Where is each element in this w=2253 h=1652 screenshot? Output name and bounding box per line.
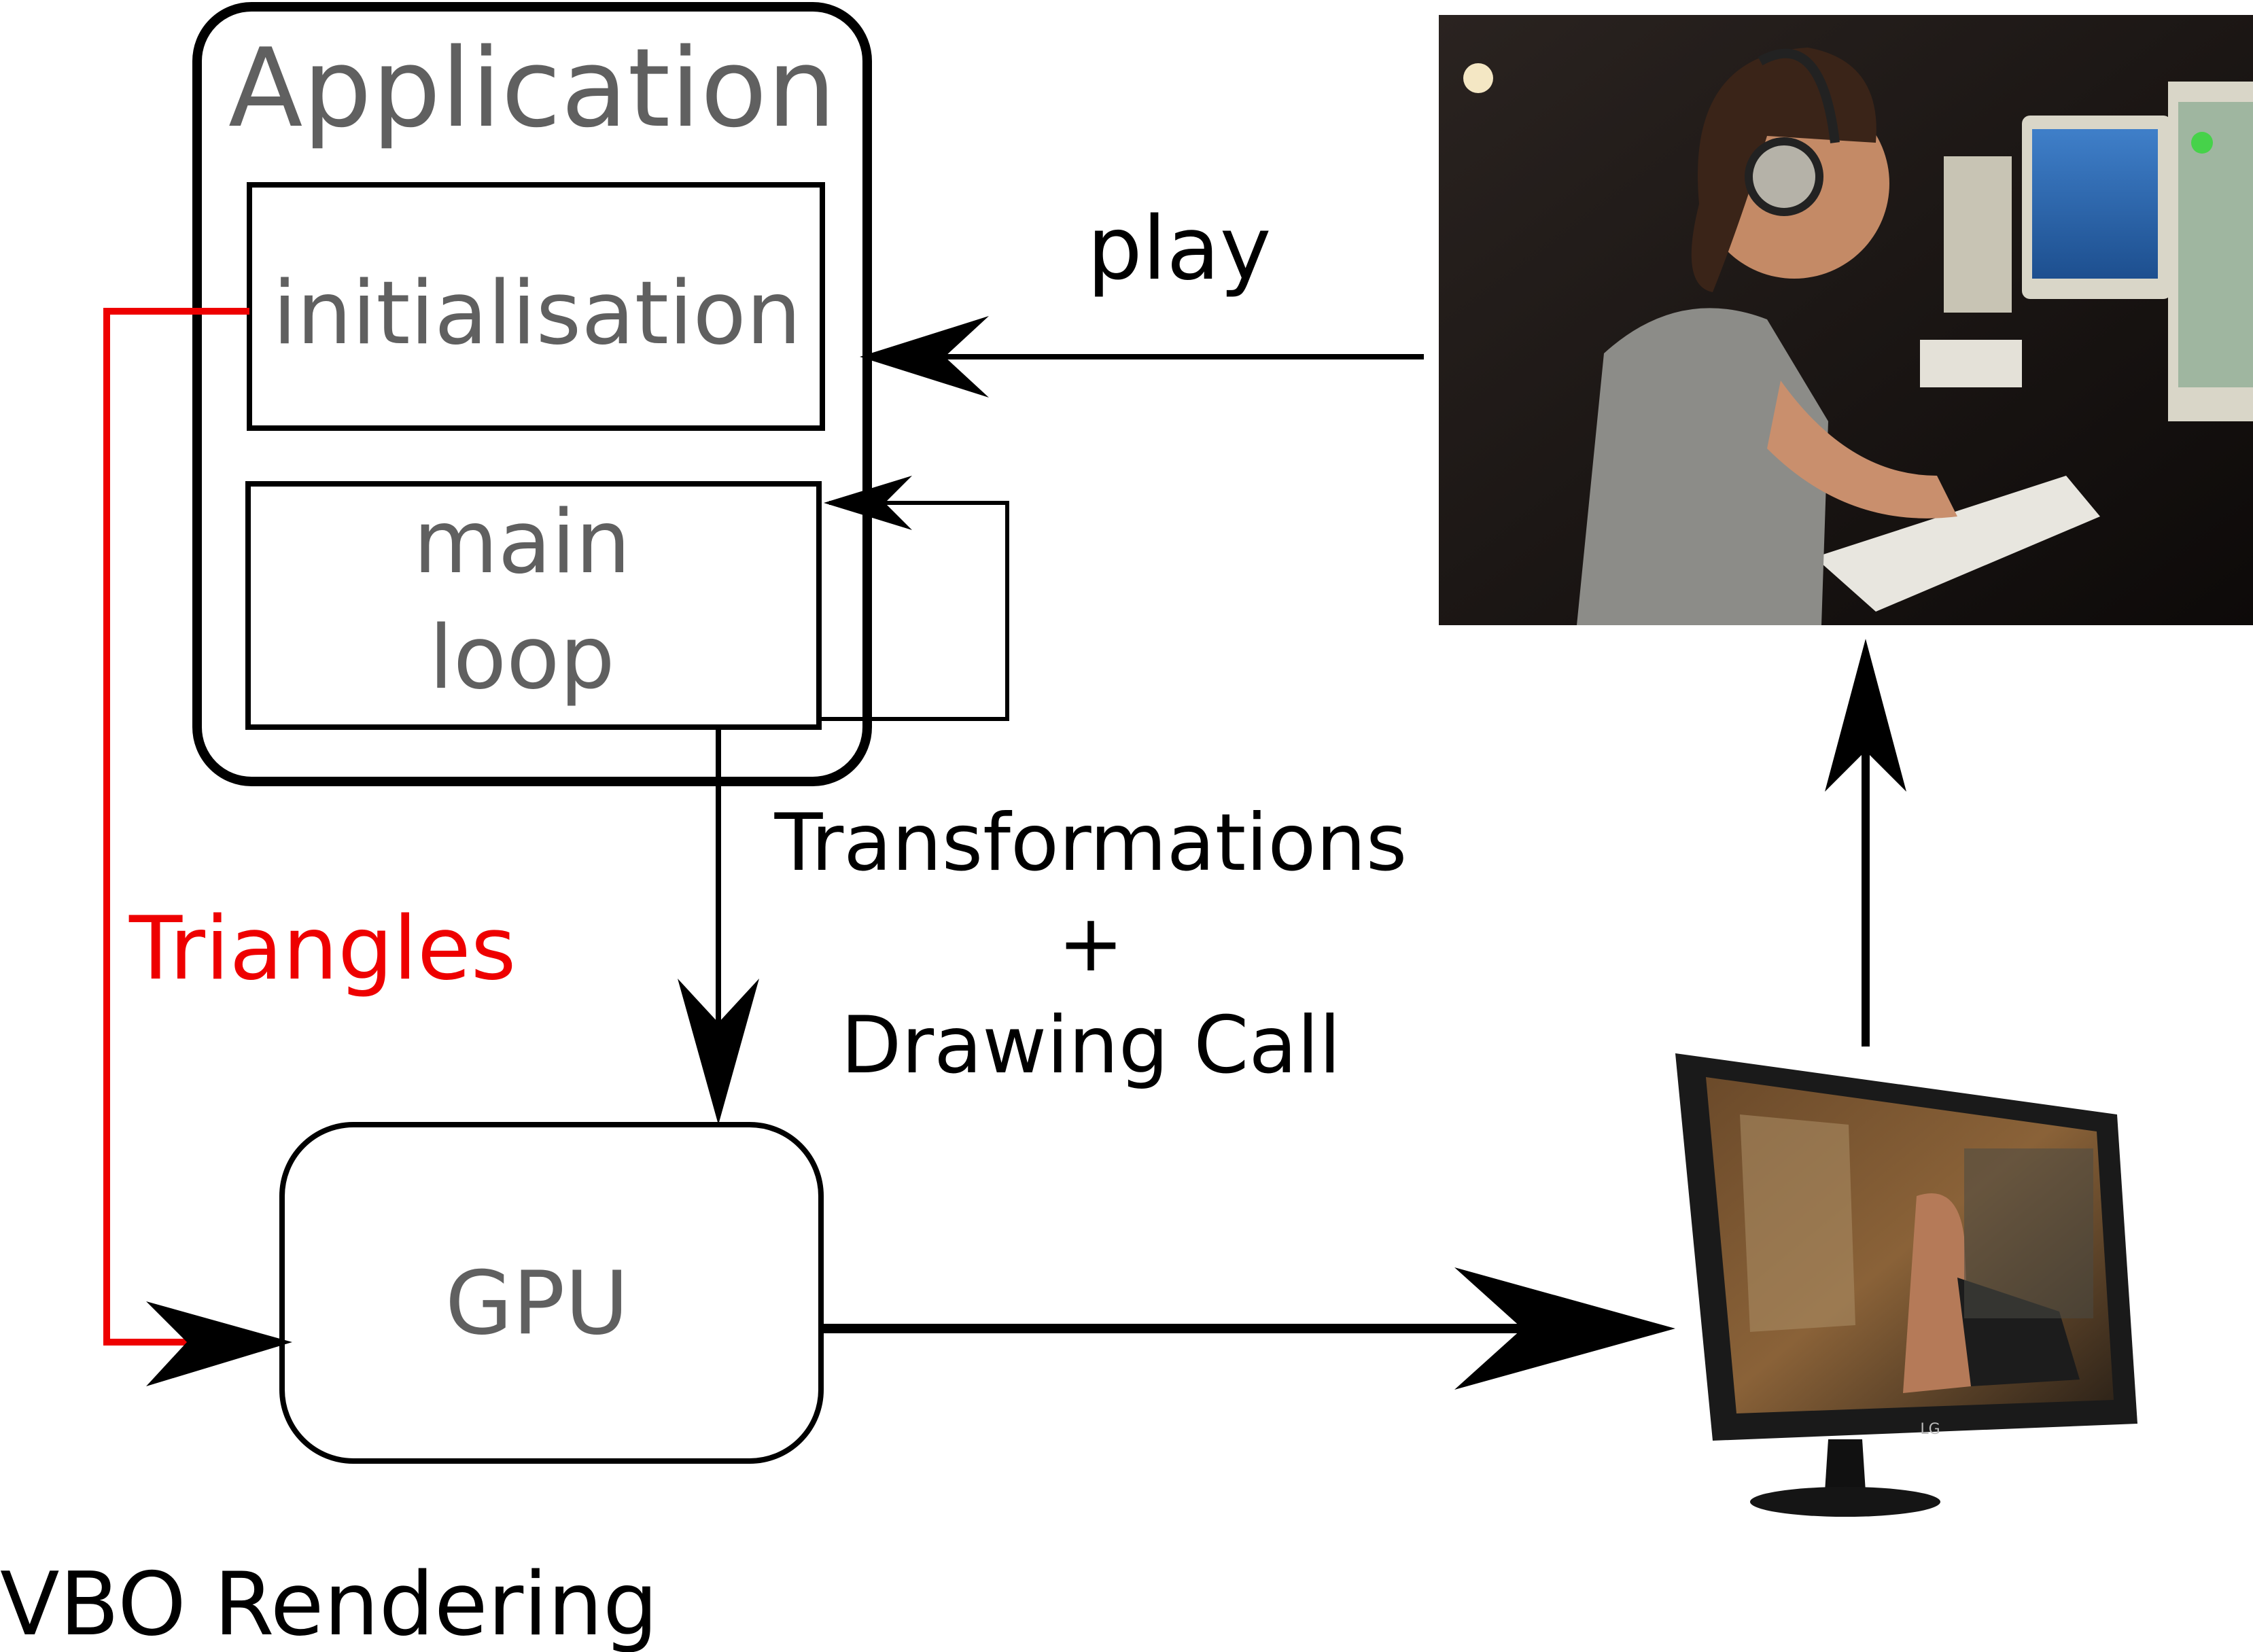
triangles-label: Triangles: [128, 898, 516, 1000]
headset-icon: [1745, 137, 1823, 216]
drawing-call-label: Drawing Call: [841, 1000, 1341, 1091]
gpu-box: GPU: [279, 1122, 824, 1464]
main-loop-line2: loop: [429, 608, 614, 709]
play-arrowhead: [860, 316, 989, 398]
monitor-to-player-edge: [1825, 639, 1906, 1047]
play-label: play: [1087, 198, 1272, 300]
monitor-neck: [1825, 1439, 1866, 1492]
application-title: Application: [228, 24, 836, 152]
main-loop-self-edge: [819, 476, 1009, 721]
initialisation-box: initialisation: [247, 182, 825, 431]
gpu-to-monitor-edge: [821, 1267, 1675, 1390]
player-arm: [1767, 381, 1957, 519]
player-photo: [1439, 15, 2253, 625]
main-loop-box: main loop: [245, 481, 822, 730]
transformations-label: Transformations: [774, 797, 1408, 889]
player-body: [1577, 308, 1828, 625]
main-loop-line1: main: [413, 492, 631, 593]
self-loop-arrowhead: [824, 476, 912, 530]
triangles-arrowhead: [146, 1301, 292, 1386]
gpu-label: GPU: [445, 1253, 629, 1354]
keyboard-icon: [1815, 476, 2100, 612]
main-loop-to-gpu-edge: Transformations + Drawing Call: [678, 727, 1407, 1125]
initialisation-label: initialisation: [273, 263, 801, 364]
crt-monitor-icon: [1920, 82, 2253, 421]
diagram-caption: VBO Rendering: [0, 1554, 658, 1652]
monitor-to-player-arrowhead: [1825, 639, 1906, 792]
triangles-edge: Triangles: [103, 308, 516, 1386]
lcd-monitor: LG: [1675, 1053, 2137, 1517]
monitor-stand: [1750, 1487, 1940, 1517]
monitor-brand: LG: [1920, 1421, 1940, 1438]
gpu-to-monitor-arrowhead: [1454, 1267, 1675, 1390]
play-edge: play: [860, 198, 1424, 398]
application-box: Application: [192, 2, 872, 786]
plus-label: +: [1058, 898, 1123, 989]
main-loop-to-gpu-arrowhead: [678, 979, 759, 1125]
